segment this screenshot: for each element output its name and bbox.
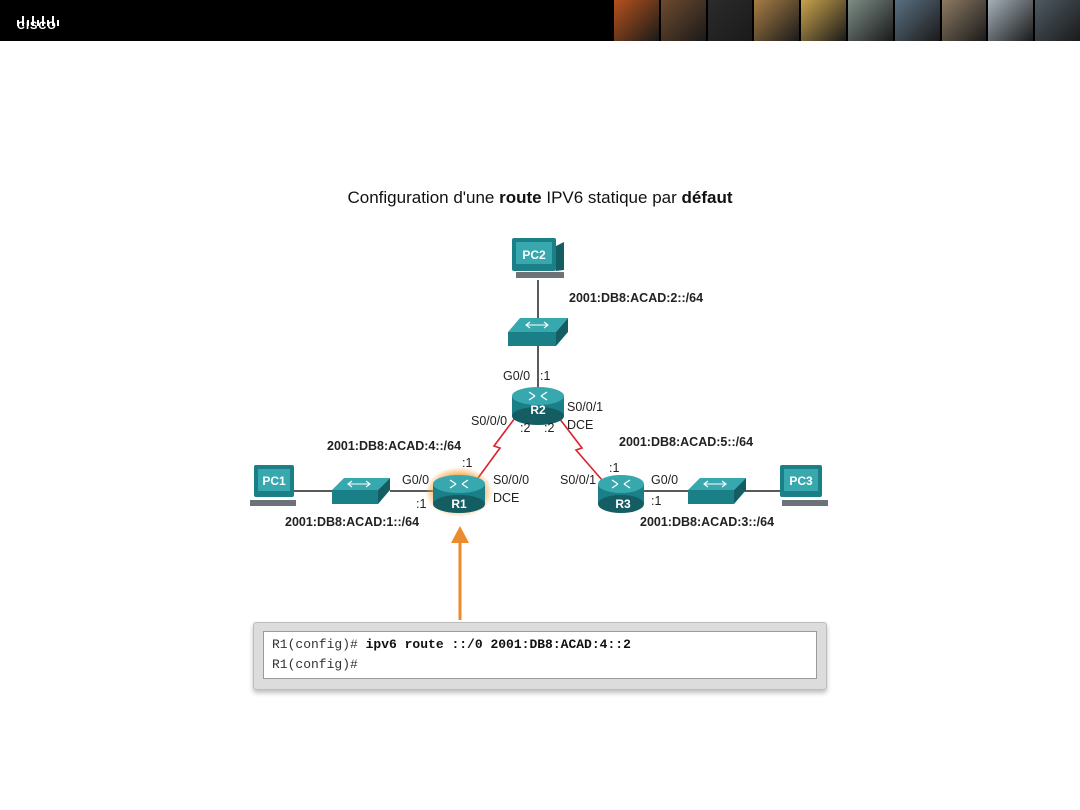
- switch-top-icon: [508, 318, 568, 346]
- net2-label: 2001:DB8:ACAD:2::/64: [569, 291, 703, 305]
- serial-link-r2-r3: [555, 413, 603, 481]
- header-photo: [658, 0, 706, 41]
- r2-g00-host: :1: [540, 369, 550, 383]
- pc1-label: PC1: [262, 474, 286, 488]
- photo-strip: [612, 0, 1080, 41]
- brand-text: CISCO: [17, 20, 57, 32]
- title-part1: Configuration d'une: [347, 188, 500, 207]
- cli-line-1: R1(config)# ipv6 route ::/0 2001:DB8:ACA…: [272, 637, 631, 652]
- switch-right-icon: [688, 478, 746, 504]
- pc3-icon: PC3: [780, 465, 828, 506]
- cli-line-1-command: ipv6 route ::/0 2001:DB8:ACAD:4::2: [365, 637, 631, 652]
- cli-console: R1(config)# ipv6 route ::/0 2001:DB8:ACA…: [253, 622, 827, 690]
- pc1-icon: PC1: [250, 465, 296, 506]
- cli-line-1-prompt: R1(config)#: [272, 637, 366, 652]
- header-photo: [939, 0, 987, 41]
- header-photo: [799, 0, 846, 41]
- r1-dce-label: DCE: [493, 491, 519, 505]
- pc2-icon: PC2: [512, 238, 564, 278]
- title-part3: IPV6 statique par: [541, 188, 682, 207]
- title-part4: défaut: [681, 188, 733, 207]
- header-photo: [845, 0, 893, 41]
- r2-g00-label: G0/0: [503, 369, 530, 383]
- net5-label: 2001:DB8:ACAD:5::/64: [619, 435, 753, 449]
- header-bar: CISCO: [0, 0, 1080, 41]
- r3-g00-label: G0/0: [651, 473, 678, 487]
- r2-s000-host: :2: [520, 421, 530, 435]
- pc2-label: PC2: [522, 248, 546, 262]
- r2-s001-host: :2: [544, 421, 554, 435]
- pointer-arrow: [451, 526, 469, 620]
- net4-label: 2001:DB8:ACAD:4::/64: [327, 439, 461, 453]
- r3-g00-host: :1: [651, 494, 661, 508]
- r2-icon: R2: [512, 387, 564, 425]
- r2-label: R2: [530, 403, 546, 417]
- cli-line-2-prompt: R1(config)#: [272, 657, 358, 672]
- net3-label: 2001:DB8:ACAD:3::/64: [640, 515, 774, 529]
- serial-link-r1-r2: [477, 413, 519, 479]
- r1-s000-label: S0/0/0: [493, 473, 529, 487]
- r3-link-host: :1: [609, 461, 619, 475]
- header-photo: [705, 0, 753, 41]
- header-photo: [612, 0, 659, 41]
- switch-left-icon: [332, 478, 390, 504]
- r2-dce-label: DCE: [567, 418, 593, 432]
- net1-label: 2001:DB8:ACAD:1::/64: [285, 515, 419, 529]
- r1-g00-host: :1: [416, 497, 426, 511]
- cli-console-inner: R1(config)# ipv6 route ::/0 2001:DB8:ACA…: [263, 631, 817, 679]
- header-photo: [892, 0, 940, 41]
- r1-label: R1: [451, 497, 467, 511]
- r1-g00-label: G0/0: [402, 473, 429, 487]
- pc3-label: PC3: [789, 474, 813, 488]
- r1-link-host: :1: [462, 456, 472, 470]
- header-photo: [1033, 0, 1080, 41]
- page-title: Configuration d'une route IPV6 statique …: [0, 188, 1080, 208]
- header-photo: [986, 0, 1034, 41]
- header-photo: [752, 0, 800, 41]
- r3-icon: R3: [598, 475, 644, 513]
- r3-label: R3: [615, 497, 631, 511]
- cli-line-2: R1(config)#: [272, 657, 358, 672]
- r2-s001-label: S0/0/1: [567, 400, 603, 414]
- title-part2: route: [499, 188, 542, 207]
- cisco-logo: [17, 16, 59, 26]
- r3-s001-label: S0/0/1: [560, 473, 596, 487]
- r2-s000-label: S0/0/0: [471, 414, 507, 428]
- r1-icon: R1: [433, 475, 485, 513]
